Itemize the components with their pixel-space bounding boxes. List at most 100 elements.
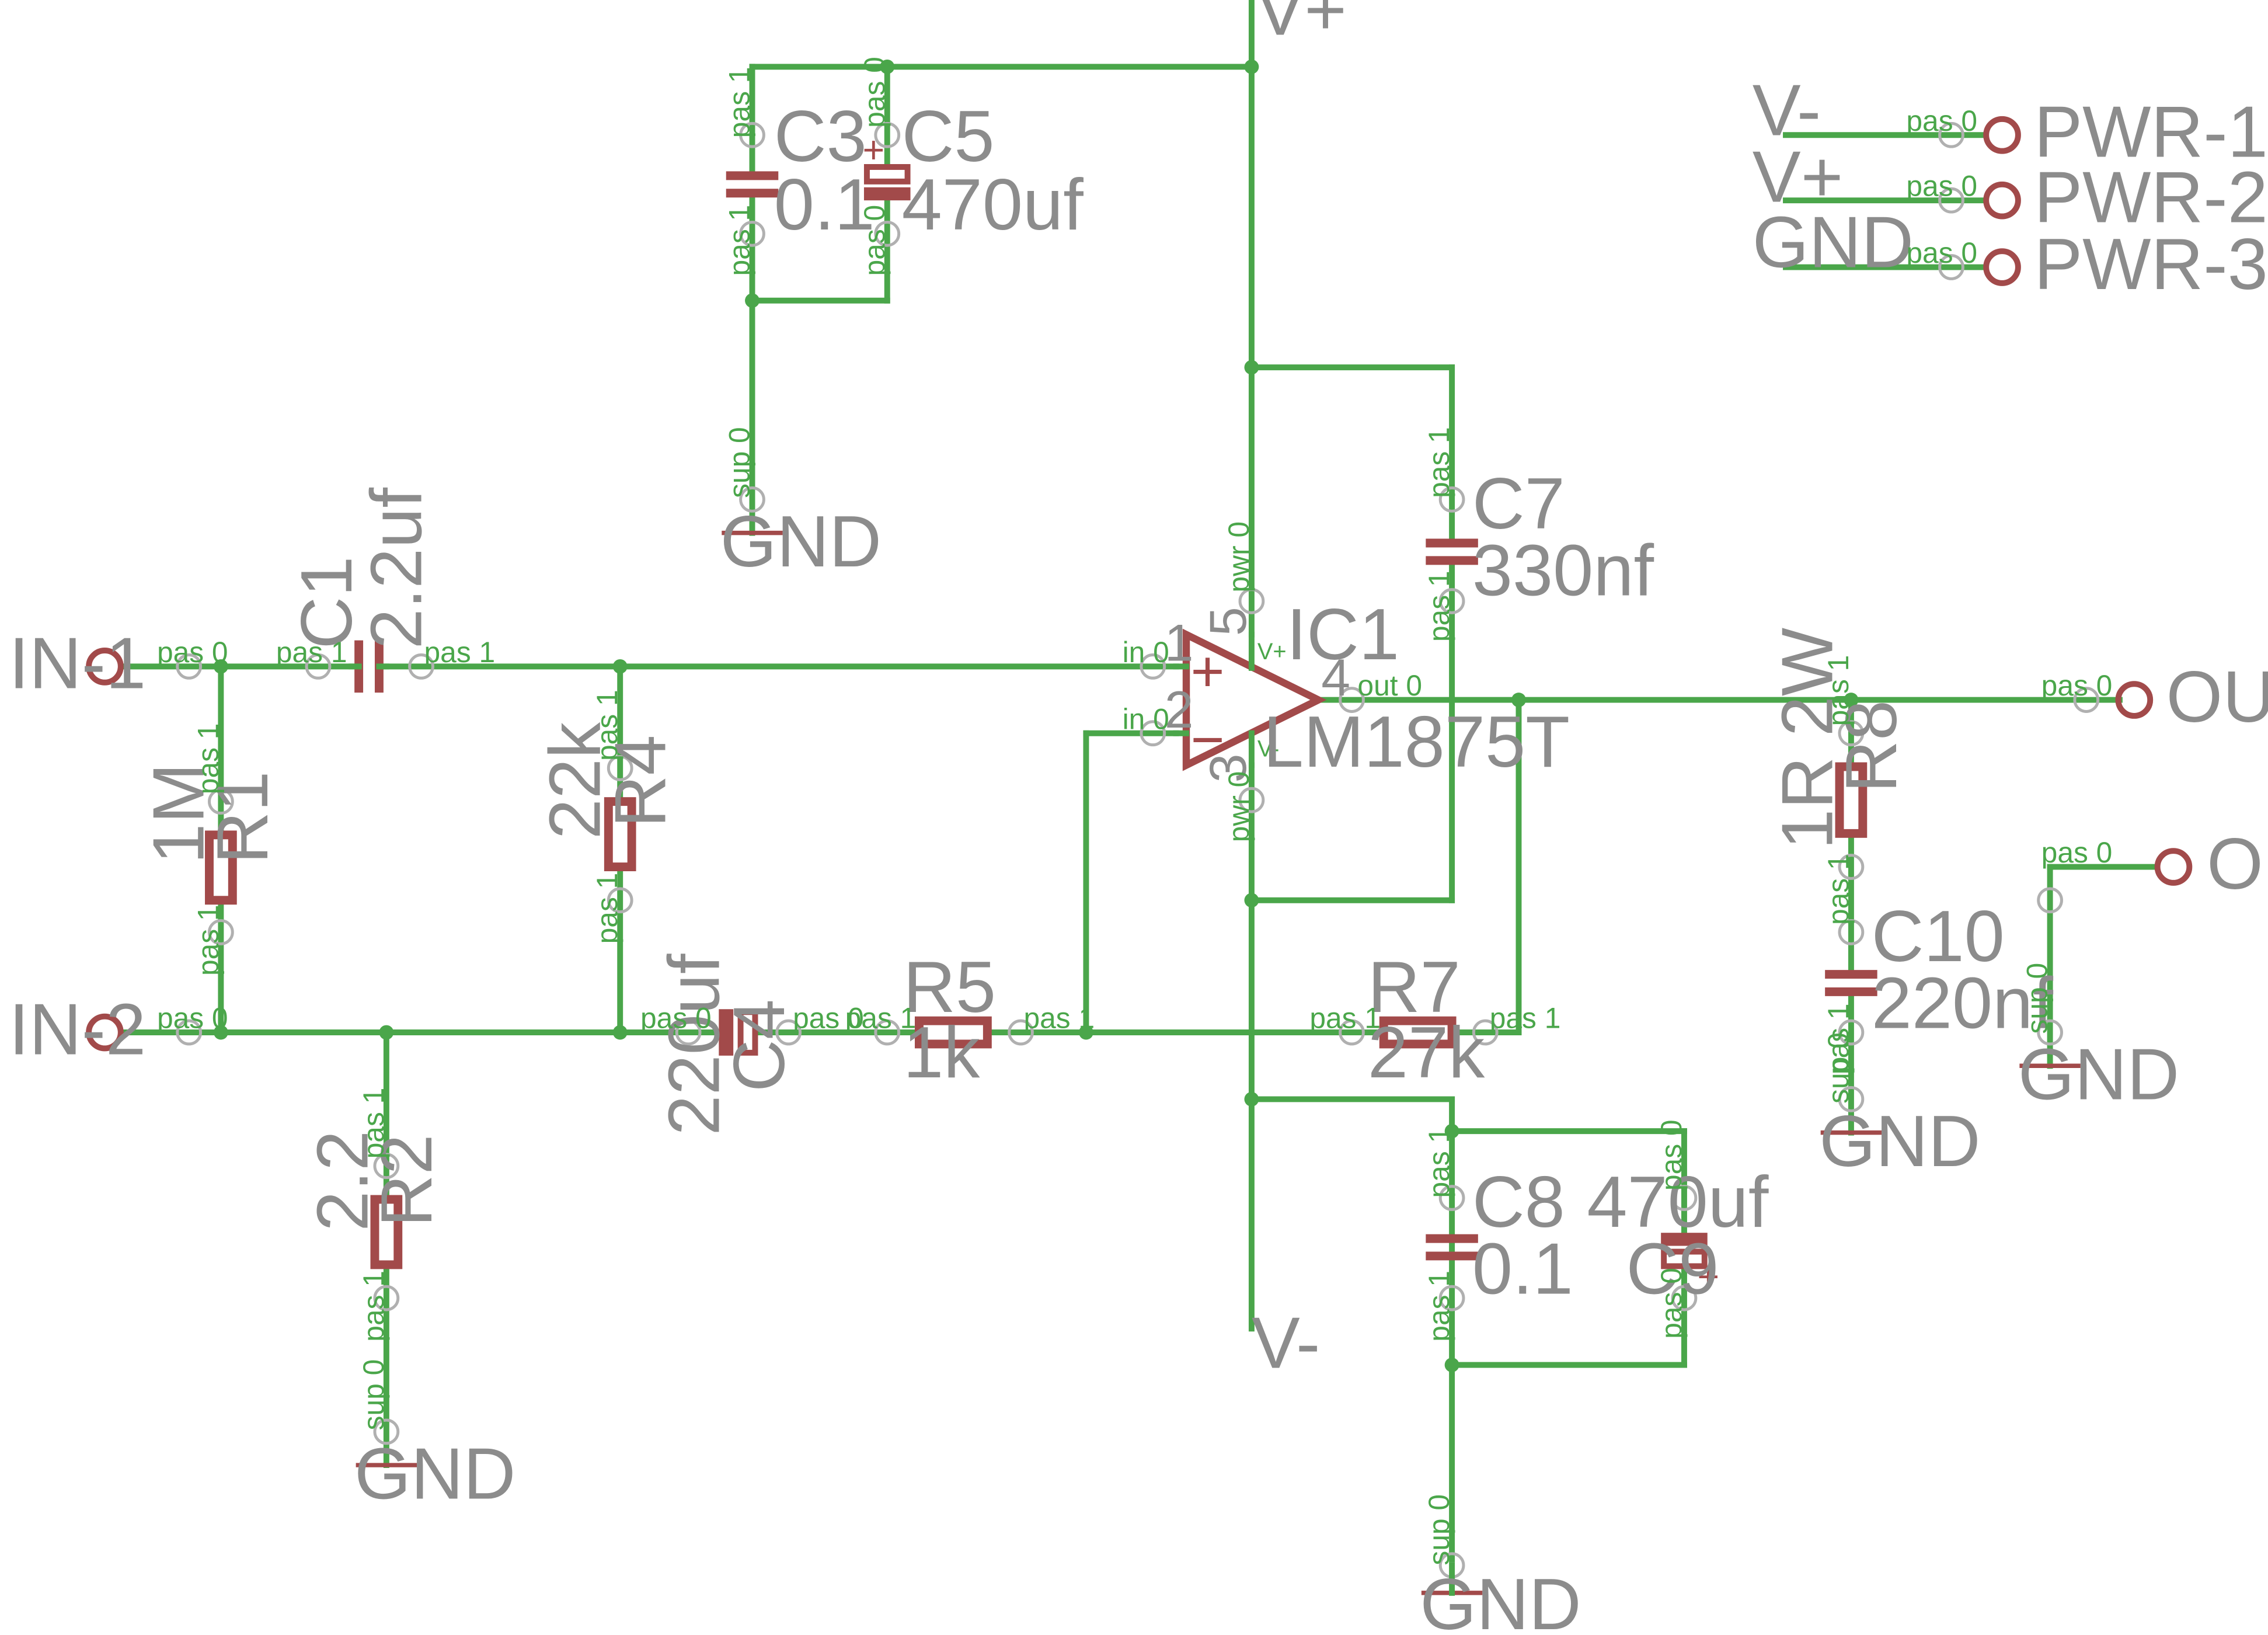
gnd-label: GND <box>720 501 882 582</box>
pin-tag: sup 0 <box>1423 1494 1455 1566</box>
polarity-plus: + <box>760 991 782 1034</box>
pin-number: 2 <box>1165 680 1194 739</box>
noninverting-plus-symbol: + <box>1190 639 1224 704</box>
junction-dot <box>1244 360 1259 375</box>
pin-tag: pas 0 <box>858 57 891 128</box>
resistor-r2-value: 2.2 <box>302 1130 384 1232</box>
resistor-r5-value: 1k <box>903 1012 980 1093</box>
capacitor-c3-value: 0.1 <box>774 164 875 245</box>
resistor-r1-ref: R1 <box>202 771 283 864</box>
net-label-vminus: V- <box>1252 1302 1320 1383</box>
net-label-pwr-vminus: V- <box>1753 69 1821 151</box>
opamp-ic1-ref: IC1 <box>1287 594 1399 675</box>
pin-tag: in 0 <box>1123 636 1169 669</box>
pin-tag: pas 1 <box>1024 1002 1095 1035</box>
polarity-plus: + <box>1697 1255 1719 1297</box>
terminal-icon <box>86 1013 124 1052</box>
junction-dot <box>1244 1091 1259 1107</box>
resistor-r8-value: 1R 2W <box>1767 628 1848 850</box>
pin-endpoints <box>176 121 2100 1579</box>
capacitor-c3-ref: C3 <box>774 96 867 177</box>
pin-tag: pas 1 <box>191 723 224 795</box>
pin-tag: pas 1 <box>591 873 623 944</box>
resistor-r8-ref: R8 <box>1831 700 1912 793</box>
net-label-pwr-gnd: GND <box>1753 202 1914 283</box>
connector-in2: IN-2 <box>9 989 146 1070</box>
vplus-pin-label: V+ <box>1257 639 1287 665</box>
opamp-ic1-value: LM1875T <box>1263 701 1570 782</box>
capacitor-c7: C7 330nf <box>1426 463 1654 611</box>
gnd-label: GND <box>1420 1564 1581 1635</box>
resistor-r4: 22k R4 <box>534 722 681 872</box>
resistor-r5-ref: R5 <box>903 947 996 1028</box>
pin-tag: pas 0 <box>640 1002 712 1035</box>
pin-tag: pas 1 <box>1423 1271 1455 1342</box>
pin-tag: sup 0 <box>1822 1032 1855 1104</box>
pin-number: 4 <box>1321 648 1350 707</box>
gnd-symbols: GND GND GND GND GND <box>354 501 2179 1635</box>
pin-tag: pas 1 <box>357 1271 390 1342</box>
pin-tag: pas 0 <box>858 205 891 276</box>
terminal-icon <box>1983 116 2021 154</box>
connector-pwr3: PWR-3 <box>1983 224 2268 305</box>
connector-label: OUT-2 <box>2166 656 2268 738</box>
pin-tag: pas 0 <box>1906 236 1977 269</box>
junction-dot <box>1244 893 1259 908</box>
capacitor-c10: C10 220nf <box>1825 896 2054 1044</box>
pin-tag: in 0 <box>1123 702 1169 735</box>
resistor-r2: 2.2 R2 <box>302 1130 447 1269</box>
junction-dot <box>1444 1358 1459 1372</box>
net-label-vplus: V+ <box>1256 0 1347 51</box>
pin-tag: pas 1 <box>1309 1002 1381 1035</box>
capacitor-c10-ref: C10 <box>1872 896 2005 977</box>
connector-label: PWR-2 <box>2034 156 2268 238</box>
junction-dot <box>745 293 760 308</box>
pin-tag: pas 1 <box>357 1088 390 1159</box>
pin-number: 3 <box>1199 754 1257 783</box>
terminal-icon <box>86 648 124 686</box>
resistor-r2-ref: R2 <box>366 1134 447 1227</box>
resistor-r4-ref: R4 <box>600 735 681 827</box>
pin-tag: pas 1 <box>1423 427 1455 498</box>
pin-tag: pwr 0 <box>1222 521 1255 593</box>
connector-label: PWR-1 <box>2034 92 2268 173</box>
capacitor-c9: + 470uf C9 <box>1587 1161 1769 1309</box>
junction-dot <box>880 59 895 74</box>
capacitor-c7-value: 330nf <box>1472 530 1654 611</box>
polarity-plus: + <box>862 128 884 171</box>
capacitor-c4-ref: C4 <box>719 999 800 1092</box>
pin-tag: pas 1 <box>1423 570 1455 642</box>
pin-tag: pas 1 <box>1490 1002 1561 1035</box>
resistor-r4-value: 22k <box>534 722 615 839</box>
resistor-r7-value: 27k <box>1368 1012 1485 1093</box>
pin-tag: pas 0 <box>1655 1119 1688 1191</box>
resistor-r8: 1R 2W R8 <box>1767 628 1912 850</box>
junction-dot <box>1079 1025 1093 1040</box>
pin-tag: sup 0 <box>723 427 756 498</box>
vminus-pin-label: V- <box>1257 736 1280 762</box>
pin-tag: pas 0 <box>1906 105 1977 137</box>
pin-number: 1 <box>1165 613 1194 672</box>
junction-dot <box>612 659 628 674</box>
connector-label: PWR-3 <box>2034 224 2268 305</box>
opamp-ic1: + − 1 2 4 5 3 V+ V- IC1 LM1875T <box>1165 594 1570 782</box>
pin-tag: pas 0 <box>2041 669 2113 702</box>
pin-tag: pwr 0 <box>1222 771 1255 843</box>
capacitor-c4: + 220uf C4 <box>653 954 800 1136</box>
capacitor-c10-value: 220nf <box>1872 963 2054 1044</box>
capacitor-c9-value: 470uf <box>1587 1161 1769 1243</box>
junction-dot <box>379 1025 394 1040</box>
pin-tag: pas 1 <box>1822 1004 1855 1075</box>
capacitor-c9-ref: C9 <box>1626 1229 1719 1310</box>
capacitor-c1-ref: C1 <box>286 556 367 649</box>
capacitor-c8: C8 0.1 <box>1426 1161 1573 1310</box>
pin-tag: pas 1 <box>723 205 756 276</box>
gnd-label: GND <box>354 1433 515 1514</box>
capacitor-c4-value: 220uf <box>653 954 734 1136</box>
capacitor-c5: + C5 470uf <box>862 96 1084 245</box>
junction-dot <box>612 1025 628 1040</box>
resistor-r1-value: 1M <box>138 763 220 864</box>
pin-number: 5 <box>1199 607 1257 636</box>
resistor-r7: R7 27k <box>1368 947 1485 1093</box>
capacitor-c1: C1 2.2uf <box>286 488 437 693</box>
